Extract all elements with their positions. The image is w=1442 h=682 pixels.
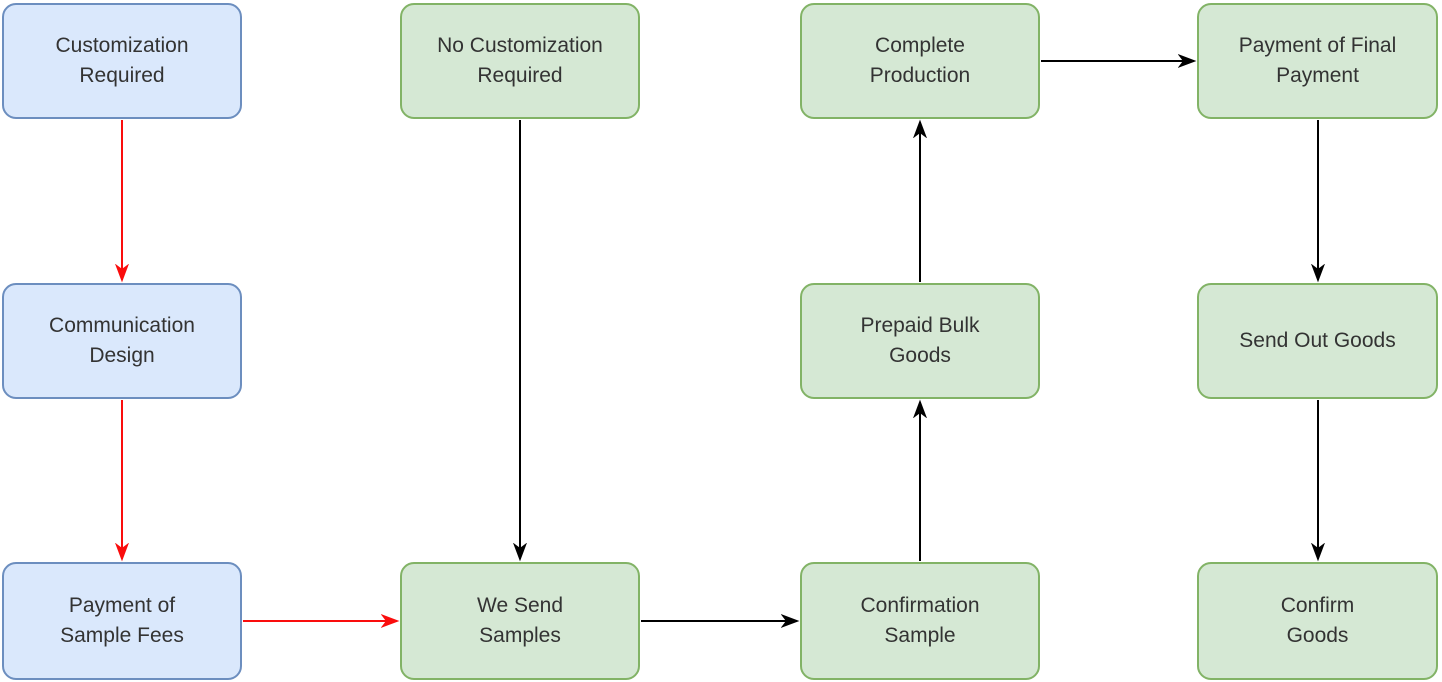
node-label-line: Confirm	[1280, 594, 1355, 617]
node-label-line: Communication	[49, 314, 195, 337]
node-label-line: Required	[79, 64, 165, 87]
node-label-line: Prepaid Bulk	[860, 314, 980, 337]
node-label-line: Sample	[884, 624, 956, 647]
node-label-line: Design	[89, 344, 155, 367]
node-label-line: Complete	[875, 34, 965, 57]
node-label-line: Confirmation	[860, 594, 980, 617]
flowchart-node-payment-of-sample-fees: Payment of Sample Fees	[2, 562, 242, 680]
node-label-line: Required	[477, 64, 563, 87]
node-label-line: Payment of Final	[1238, 34, 1397, 57]
node-label-line: Payment of	[68, 594, 176, 617]
node-label-line: Sample Fees	[60, 624, 184, 647]
node-label-line: We Send	[477, 594, 563, 617]
node-label-line: Production	[869, 64, 971, 87]
node-label-line: Payment	[1276, 64, 1359, 87]
node-label-line: No Customization	[437, 34, 603, 57]
node-label-line: Goods	[1286, 624, 1349, 647]
node-label-line: Customization	[55, 34, 189, 57]
flowchart-node-send-out-goods: Send Out Goods	[1197, 283, 1438, 399]
node-label-line: Samples	[479, 624, 561, 647]
node-label-line: Send Out Goods	[1239, 329, 1396, 352]
node-label-line: Goods	[889, 344, 951, 367]
